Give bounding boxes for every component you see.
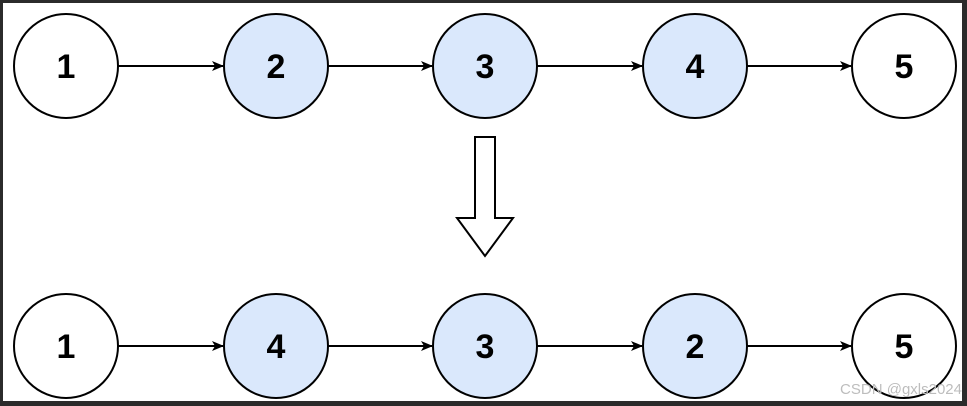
top-row-node-label-3: 3 [476, 48, 495, 86]
top-row-node-label-2: 2 [267, 48, 286, 86]
bottom-row-node-2 [223, 293, 329, 399]
top-row-node-label-4: 4 [686, 48, 705, 86]
top-row-list: 1 2 3 4 5 [13, 13, 957, 119]
top-row-node-3 [432, 13, 538, 119]
top-row-node-label-1: 1 [57, 48, 76, 86]
bottom-row-node-4 [642, 293, 748, 399]
bottom-row-node-3 [432, 293, 538, 399]
bottom-row-node-1 [13, 293, 119, 399]
top-row-node-4 [642, 13, 748, 119]
bottom-row-list: 1 4 3 2 5 [13, 293, 957, 399]
top-row-node-2 [223, 13, 329, 119]
bottom-row-node-5 [851, 293, 957, 399]
bottom-row-node-label-5: 5 [895, 328, 914, 366]
bottom-row-node-label-4: 2 [686, 328, 705, 366]
bottom-row-node-label-2: 4 [267, 328, 286, 366]
hollow-down-arrow-icon [455, 136, 515, 258]
bottom-row-node-label-1: 1 [57, 328, 76, 366]
top-row-node-1 [13, 13, 119, 119]
watermark-text: CSDN @gxls2024 [840, 381, 962, 398]
bottom-row-node-label-3: 3 [476, 328, 495, 366]
top-row-node-label-5: 5 [895, 48, 914, 86]
top-row-node-5 [851, 13, 957, 119]
